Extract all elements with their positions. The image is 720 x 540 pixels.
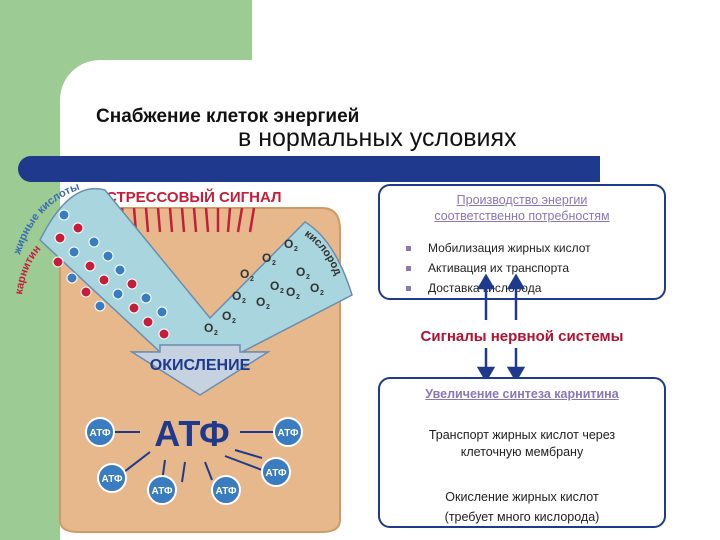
svg-text:O: O [256, 295, 265, 309]
list-item: Мобилизация жирных кислот [406, 238, 591, 258]
oxidation-line1: Окисление жирных кислот [445, 490, 599, 504]
energy-production-box: Производство энергии соответственно потр… [378, 184, 666, 300]
carnitine-synthesis-box: Увеличение синтеза карнитина Транспорт ж… [378, 377, 666, 528]
stress-signal-label: СТРЕССОВЫЙ СИГНАЛ [106, 188, 282, 206]
transport-line1: Транспорт жирных кислот через [428, 428, 616, 442]
svg-text:2: 2 [294, 246, 298, 253]
oxidation-line2: (требует много кислорода) [444, 510, 600, 524]
svg-text:O: O [296, 265, 305, 279]
energy-production-heading: Производство энергии соответственно потр… [380, 192, 664, 224]
svg-text:2: 2 [272, 260, 276, 267]
svg-text:2: 2 [320, 290, 324, 297]
svg-text:2: 2 [232, 318, 236, 325]
svg-text:2: 2 [306, 274, 310, 281]
carnitine-heading: Увеличение синтеза карнитина [425, 387, 619, 401]
double-arrows [476, 273, 526, 380]
svg-text:O: O [270, 279, 279, 293]
svg-text:O: O [204, 321, 213, 335]
oxidation-text: Окисление жирных кислот (требует много к… [380, 487, 664, 527]
svg-text:2: 2 [280, 288, 284, 295]
svg-text:O: O [262, 251, 271, 265]
svg-text:2: 2 [266, 304, 270, 311]
cell-diagram: СТРЕССОВЫЙ СИГНАЛ жирные кислоты карнити… [11, 181, 353, 533]
oxidation-arrow [129, 344, 271, 396]
svg-text:O: O [286, 285, 295, 299]
svg-text:O: O [240, 267, 249, 281]
atp-small-label: АТФ [216, 486, 237, 497]
svg-text:2: 2 [250, 276, 254, 283]
transport-line2: клеточную мембрану [460, 445, 584, 459]
atp-small-label: АТФ [266, 468, 287, 479]
nerve-signals-label: Сигналы нервной системы [420, 328, 624, 345]
svg-text:2: 2 [242, 298, 246, 305]
atp-small-label: АТФ [278, 428, 299, 439]
energy-heading-line2: соответственно потребностям [434, 209, 610, 223]
svg-text:O: O [232, 289, 241, 303]
list-item: Активация их транспорта [406, 258, 591, 278]
atp-small-label: АТФ [152, 486, 173, 497]
fatty-acid-molecules [52, 209, 170, 340]
svg-text:2: 2 [296, 294, 300, 301]
energy-heading-line1: Производство энергии [456, 193, 588, 207]
atp-small-label: АТФ [102, 474, 123, 485]
funnel-shape [39, 187, 353, 393]
title-bar [18, 156, 600, 182]
title-line-2: в нормальных условиях [238, 124, 517, 152]
transport-text: Транспорт жирных кислот через клеточную … [380, 427, 664, 461]
svg-text:2: 2 [214, 330, 218, 337]
svg-text:O: O [310, 281, 319, 295]
svg-text:O: O [222, 309, 231, 323]
atp-radiating-lines [114, 431, 274, 483]
svg-text:O: O [284, 237, 293, 251]
atp-small-circles: АТФ АТФ АТФ АТФ АТФ АТФ [85, 417, 303, 505]
oxidation-label: ОКИСЛЕНИЕ [150, 357, 251, 374]
atp-small-label: АТФ [90, 428, 111, 439]
title-line-1: Снабжение клеток энергией [96, 106, 360, 127]
atp-main-label: АТФ [154, 413, 230, 454]
